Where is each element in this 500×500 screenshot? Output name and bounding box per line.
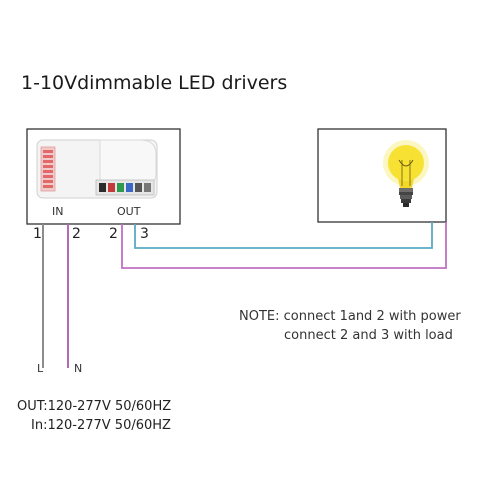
input-spec: In:120-277V 50/60HZ [31,418,171,433]
terminal-block [95,179,155,196]
dip-switch [40,146,56,192]
driver-module-icon [36,139,158,199]
wire-out-2 [121,222,447,269]
neutral-label: N [74,362,83,375]
terminal-1: 1 [33,226,42,242]
out-label: OUT [117,205,141,218]
terminal-2-in: 2 [72,226,81,242]
diagram-title: 1-10Vdimmable LED drivers [21,72,288,94]
output-spec: OUT:120-277V 50/60HZ [17,399,172,414]
note-line-1: NOTE: connect 1and 2 with power [239,309,461,324]
note-line-2: connect 2 and 3 with load [284,328,453,343]
lamp-box [317,128,447,223]
wire-out-3 [134,222,433,249]
line-label: L [37,362,44,375]
terminal-2-out: 2 [109,226,118,242]
terminal-3: 3 [140,226,149,242]
in-label: IN [52,205,64,218]
light-bulb-icon [383,140,429,207]
